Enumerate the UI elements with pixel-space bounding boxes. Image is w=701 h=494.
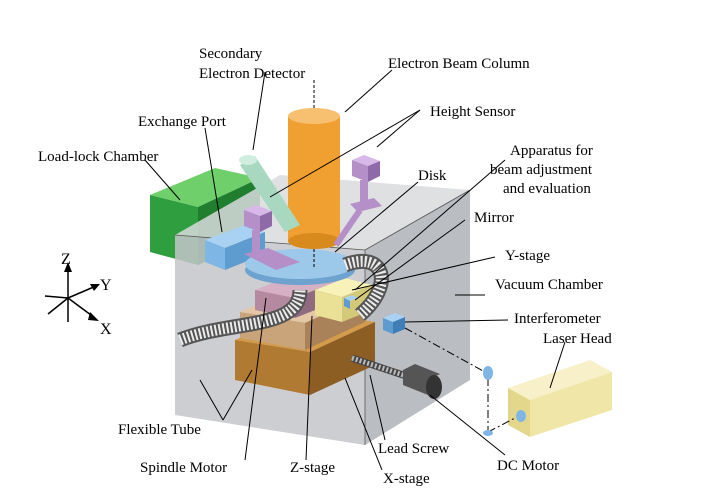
labels: Secondary Electron Detector Electron Bea… [38, 46, 612, 487]
laser-head [508, 360, 612, 437]
axis-z-label: Z [61, 251, 71, 268]
flexible-tube-right [342, 253, 389, 321]
label-interferometer: Interferometer [514, 311, 601, 327]
label-apparatus-line3: and evaluation [503, 181, 591, 197]
flexible-tube-left [177, 289, 308, 348]
label-laser-head: Laser Head [543, 331, 612, 347]
label-flexible-tube: Flexible Tube [118, 422, 201, 438]
label-height-sensor: Height Sensor [430, 104, 515, 120]
label-disk: Disk [418, 168, 447, 184]
label-x-stage: X-stage [383, 471, 430, 487]
label-spindle-motor: Spindle Motor [140, 460, 227, 476]
leader-lines [144, 69, 566, 471]
label-lead-screw: Lead Screw [378, 441, 449, 457]
label-dc-motor: DC Motor [497, 458, 559, 474]
label-sed-line1: Secondary [199, 46, 263, 62]
label-exchange-port: Exchange Port [138, 114, 227, 130]
lead-screw [350, 354, 414, 382]
mirror [344, 295, 358, 309]
interferometer [383, 313, 405, 334]
label-load-lock-chamber: Load-lock Chamber [38, 149, 158, 165]
electron-beam-column [288, 80, 340, 268]
dc-motor [403, 364, 442, 399]
secondary-electron-detector [239, 155, 300, 232]
label-vacuum-chamber: Vacuum Chamber [495, 277, 603, 293]
height-sensor-left [244, 205, 300, 270]
label-z-stage: Z-stage [290, 460, 335, 476]
height-sensor-right [333, 155, 382, 247]
axis-y-label: Y [100, 277, 112, 294]
label-apparatus-line1: Apparatus for [510, 143, 593, 159]
label-apparatus-line2: beam adjustment [490, 162, 593, 178]
axes-icon: Z Y X [44, 251, 112, 338]
label-y-stage: Y-stage [505, 248, 550, 264]
label-sed-line2: Electron Detector [199, 66, 305, 82]
label-electron-beam-column: Electron Beam Column [388, 56, 530, 72]
axis-x-label: X [100, 321, 112, 338]
label-mirror: Mirror [474, 210, 514, 226]
laser-beam-path [404, 327, 516, 436]
